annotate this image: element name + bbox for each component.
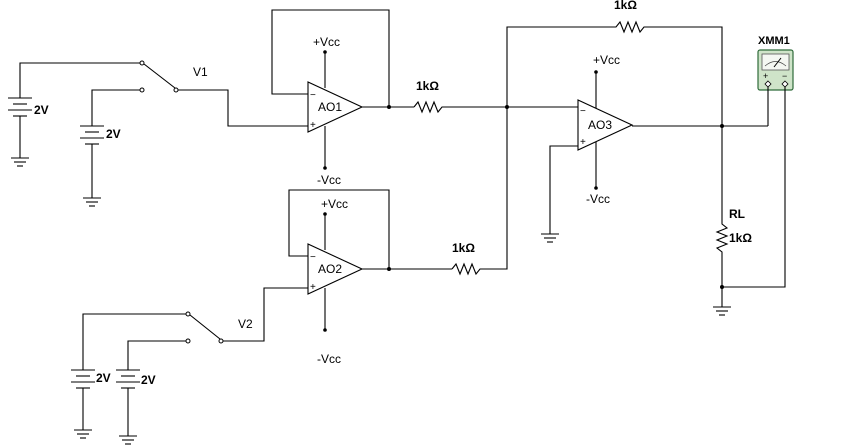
v1-source-section: 2V 2V V1 — [8, 60, 308, 207]
multimeter-label: XMM1 — [758, 35, 790, 47]
multimeter-minus: − — [782, 71, 787, 81]
ground-icon — [541, 233, 559, 243]
battery-2: 2V — [80, 89, 140, 207]
battery-3-label: 2V — [96, 371, 111, 385]
battery-1-label: 2V — [34, 103, 49, 117]
ao3-vminus: -Vcc — [586, 192, 610, 206]
ao1-label: AO1 — [318, 100, 342, 114]
ao2-minus-input: − — [310, 252, 316, 263]
ao2-vplus: +Vcc — [321, 197, 348, 211]
resistor-rl: RL 1kΩ — [713, 124, 752, 316]
ao3-minus-input: − — [580, 106, 586, 117]
ground-icon — [74, 429, 92, 439]
multimeter-xmm1[interactable]: XMM1 + − — [722, 35, 794, 288]
ground-icon — [713, 306, 731, 316]
battery-4: 2V — [116, 340, 186, 445]
switch-v1[interactable]: V1 — [139, 60, 308, 127]
ao1-vminus: -Vcc — [317, 173, 341, 187]
ground-icon — [119, 435, 137, 445]
ground-icon — [11, 157, 29, 167]
ground-icon — [83, 197, 101, 207]
resistor-rf-label: 1kΩ — [614, 0, 637, 12]
resistor-r1: 1kΩ — [413, 79, 507, 114]
v2-source-section: V2 2V — [71, 287, 308, 445]
battery-4-label: 2V — [141, 373, 156, 387]
battery-2-label: 2V — [106, 127, 121, 141]
opamp-ao2: +Vcc -Vcc − + AO2 — [288, 189, 452, 366]
junction-dot — [387, 105, 391, 109]
ao3-vplus: +Vcc — [593, 53, 620, 67]
ao3-label: AO3 — [588, 118, 612, 132]
battery-1: 2V — [8, 62, 140, 167]
ao1-plus-input: + — [310, 120, 316, 131]
meter-needle-icon — [773, 57, 782, 68]
opamp-ao1: +Vcc -Vcc − + AO1 — [271, 9, 414, 187]
resistor-rf: 1kΩ — [506, 0, 723, 126]
switch-v2[interactable]: V2 — [185, 287, 308, 344]
resistor-r1-label: 1kΩ — [416, 79, 439, 93]
opamp-ao3: +Vcc -Vcc − + AO3 — [505, 53, 768, 243]
multimeter-plus: + — [763, 71, 768, 81]
resistor-r2: 1kΩ — [451, 107, 508, 276]
meter-dial-icon — [764, 61, 787, 67]
switch-v2-label: V2 — [238, 317, 253, 331]
junction-dot — [387, 267, 391, 271]
ao1-vplus: +Vcc — [313, 35, 340, 49]
ao2-vminus: -Vcc — [317, 352, 341, 366]
ao2-plus-input: + — [310, 282, 316, 293]
resistor-rl-name: RL — [729, 207, 745, 221]
ao3-plus-input: + — [580, 137, 586, 148]
switch-v1-label: V1 — [193, 65, 208, 79]
resistor-rl-value: 1kΩ — [729, 231, 752, 245]
multimeter-display — [761, 53, 790, 71]
ao2-label: AO2 — [318, 262, 342, 276]
ao1-minus-input: − — [310, 90, 316, 101]
resistor-r2-label: 1kΩ — [452, 241, 475, 255]
battery-3: 2V — [71, 313, 186, 439]
